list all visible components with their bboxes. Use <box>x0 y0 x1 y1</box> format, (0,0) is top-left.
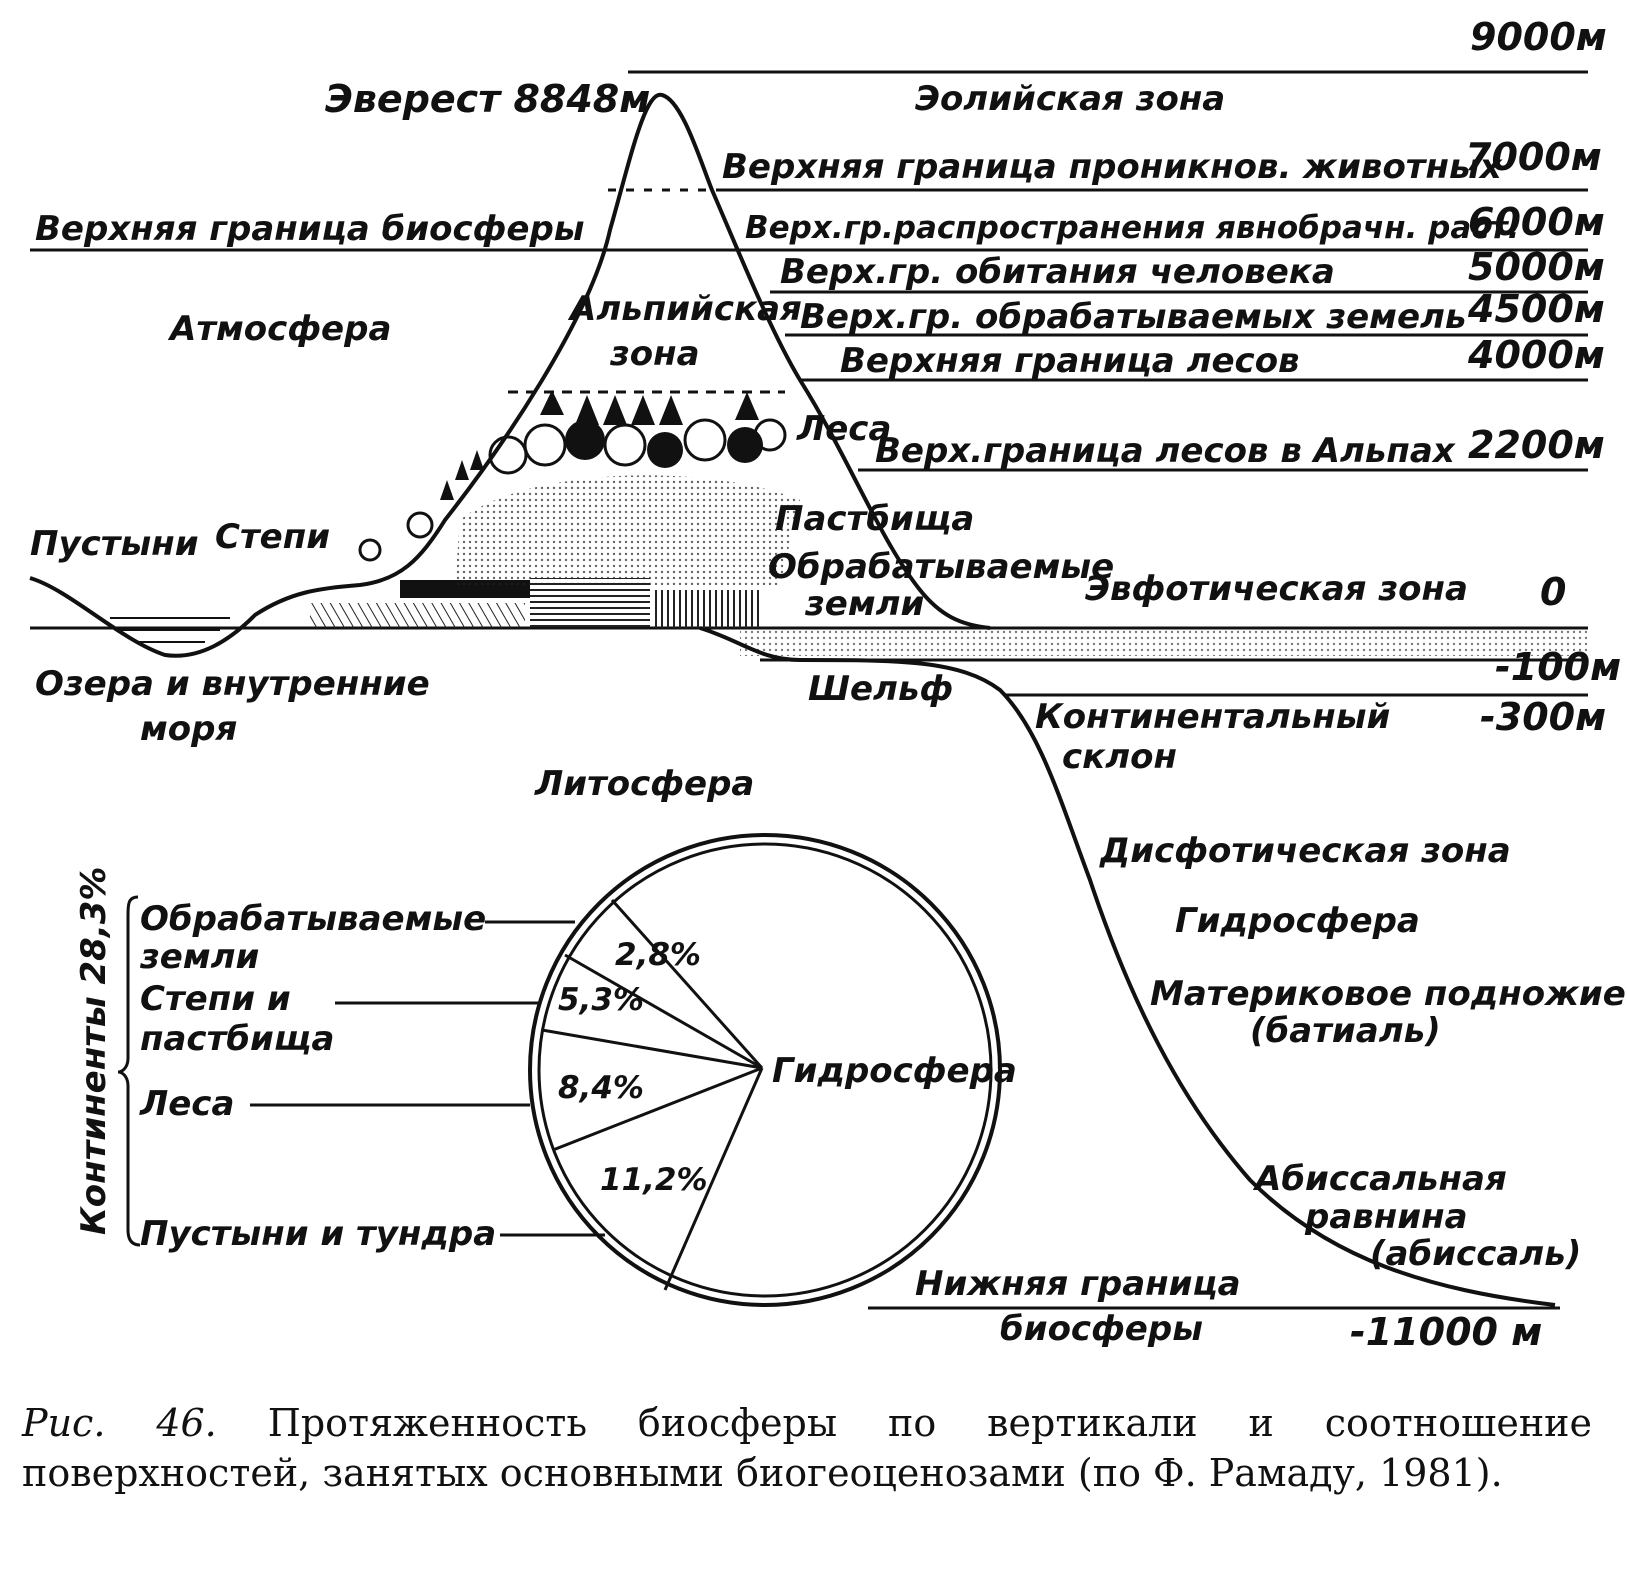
hydrosphere-ocean-label: Гидросфера <box>1175 901 1420 941</box>
pie-divider-5 <box>663 1067 764 1291</box>
cultivated-label-2: земли <box>804 584 924 624</box>
pastures-label: Пастбища <box>775 499 974 539</box>
slope-label-2: склон <box>1062 737 1177 777</box>
legend-cultivated-2: земли <box>139 937 259 977</box>
pie-divider-4 <box>552 1066 763 1152</box>
mountain-profile <box>29 92 991 658</box>
pie-leader-lines <box>250 920 605 1237</box>
deserts-label: Пустыни <box>30 524 199 564</box>
figure-number: Рис. 46. <box>22 1401 217 1445</box>
pasture-dots <box>455 475 800 585</box>
dysphotic-zone-label: Дисфотическая зона <box>1099 831 1511 871</box>
lakes-label-1: Озера и внутренние <box>35 664 430 704</box>
alpine-zone-label-1: Альпийская <box>567 289 802 329</box>
pie-inner-ring <box>537 842 993 1298</box>
continental-foot-label-1: Материковое подножие <box>1150 974 1626 1014</box>
cultivated-limit-label: Верх.гр. обрабатываемых земель <box>800 297 1466 337</box>
alt-2200: 2200м <box>1468 423 1605 467</box>
animals-limit-label: Верхняя граница проникнов. животных <box>722 147 1503 187</box>
alt-5000: 5000м <box>1468 245 1605 289</box>
crop-rows-band <box>652 590 762 628</box>
alps-forest-label: Верх.граница лесов в Альпах <box>875 431 1456 471</box>
pie-value-5-3: 5,3% <box>558 982 644 1018</box>
abyssal-label-2: равнина <box>1304 1197 1468 1237</box>
alt-4000: 4000м <box>1467 333 1605 377</box>
biosphere-top-label: Верхняя граница биосферы <box>35 209 585 249</box>
lake-water <box>110 617 230 643</box>
alt-4500: 4500м <box>1467 287 1605 331</box>
lakes-label-2: моря <box>140 709 237 749</box>
lower-limit-label-2: биосферы <box>1000 1309 1203 1349</box>
human-limit-label: Верх.гр. обитания человека <box>780 252 1335 292</box>
alt-minus300: -300м <box>1480 695 1606 739</box>
forest-trees <box>358 390 787 562</box>
lower-limit-label-1: Нижняя граница <box>915 1264 1241 1304</box>
pie-hydrosphere-label: Гидросфера <box>772 1051 1017 1091</box>
continental-foot-label-2: (батиаль) <box>1250 1011 1441 1051</box>
legend-deserts: Пустыни и тундра <box>140 1214 496 1254</box>
pie-value-11-2: 11,2% <box>600 1162 708 1198</box>
plants-limit-label: Верх.гр.распространения явнобрачн. раст. <box>745 210 1519 246</box>
euphotic-zone-label: Эвфотическая зона <box>1085 569 1468 609</box>
slope-label-1: Континентальный <box>1035 697 1390 737</box>
forest-limit-label: Верхняя граница лесов <box>840 341 1300 381</box>
alt-7000: 7000м <box>1465 135 1602 179</box>
alt-6000: 6000м <box>1468 200 1605 244</box>
atmosphere-label: Атмосфера <box>167 309 391 349</box>
ocean-floor-profile <box>699 626 1556 1307</box>
field-stripes-band <box>530 578 650 628</box>
abyssal-label-3: (абиссаль) <box>1370 1234 1581 1274</box>
alpine-zone-label-2: зона <box>609 334 700 374</box>
pie-value-8-4: 8,4% <box>558 1070 644 1106</box>
alt-9000: 9000м <box>1470 15 1607 59</box>
legend-steppes-1: Степи и <box>140 979 291 1019</box>
alt-0: 0 <box>1540 570 1566 614</box>
desert-hatch-band <box>310 603 525 628</box>
lithosphere-label: Литосфера <box>534 764 754 804</box>
legend-cultivated-1: Обрабатываемые <box>140 899 486 939</box>
alt-minus11000: -11000 м <box>1350 1310 1542 1354</box>
alt-minus100: -100м <box>1495 645 1621 689</box>
continents-brace <box>117 895 141 1247</box>
caption-text: Протяженность биосферы по вертикали и со… <box>22 1401 1592 1495</box>
pie-value-2-8: 2,8% <box>615 937 701 973</box>
abyssal-label-1: Абиссальная <box>1252 1159 1507 1199</box>
legend-steppes-2: пастбища <box>140 1019 334 1059</box>
euphotic-band <box>740 628 1588 656</box>
everest-label: Эверест 8848м <box>325 77 650 121</box>
forests-label: Леса <box>796 409 891 449</box>
surface-pie-chart: 2,8% 5,3% 8,4% 11,2% Гидросфера <box>528 833 1017 1307</box>
figure-caption: Рис. 46. Протяженность биосферы по верти… <box>22 1398 1592 1498</box>
pie-divider-1 <box>610 899 764 1069</box>
continents-label: Континенты 28,3% <box>74 867 114 1235</box>
shelf-label: Шельф <box>808 669 953 709</box>
cultivated-label-1: Обрабатываемые <box>768 547 1114 587</box>
pie-divider-2 <box>564 953 763 1070</box>
steppes-label: Степи <box>215 517 330 557</box>
pie-divider-3 <box>541 1028 763 1070</box>
legend-forests: Леса <box>139 1084 234 1124</box>
pie-outer-ring <box>528 833 1002 1307</box>
aeolian-zone-label: Эолийская зона <box>915 79 1225 119</box>
biosphere-diagram: 9000м Эолийская зона Эверест 8848м Верхн… <box>29 15 1626 1354</box>
